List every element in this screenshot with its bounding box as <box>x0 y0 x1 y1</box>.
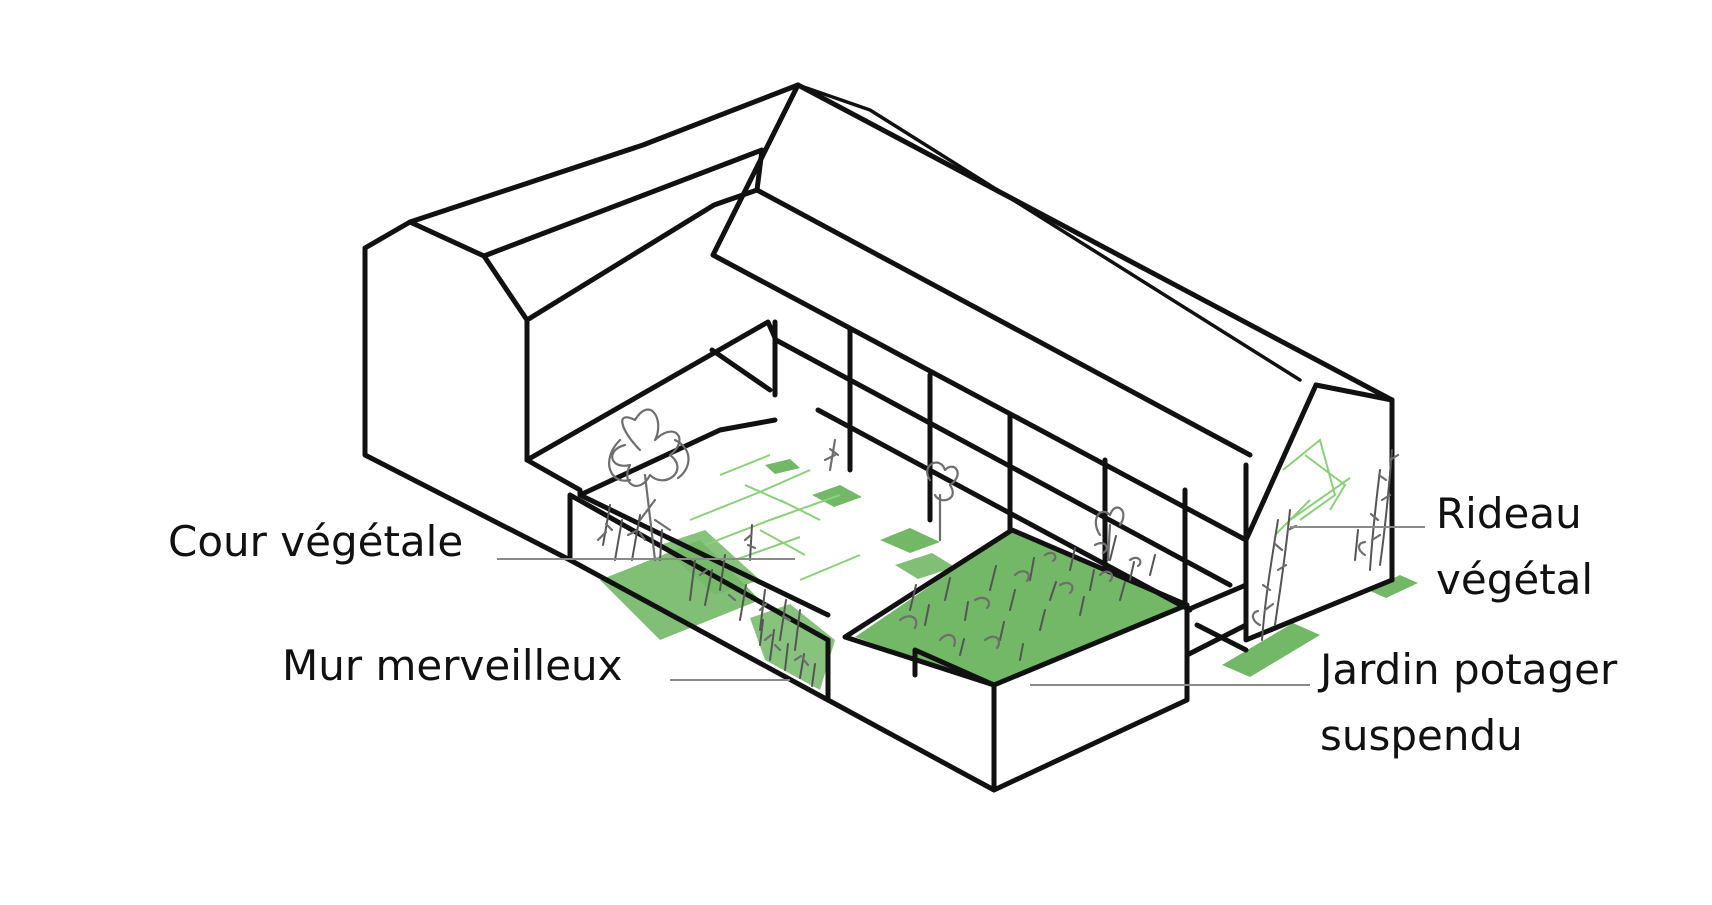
label-rideau-vegetal-line1: Rideau <box>1436 489 1582 538</box>
label-jardin-potager-line2: suspendu <box>1320 711 1523 760</box>
label-cour-vegetale: Cour végétale <box>168 517 463 566</box>
cour-light-green-grid <box>689 454 861 581</box>
post-plant-1 <box>823 438 840 472</box>
jardin-potager-green-area <box>855 530 1187 685</box>
building-outline <box>362 82 1395 793</box>
labels: Cour végétale Mur merveilleux Rideau vég… <box>168 489 1618 760</box>
rideau-light-green-lines <box>1274 438 1351 536</box>
left-gable-wall <box>362 219 573 563</box>
mur-merveilleux-leaves <box>763 633 810 667</box>
label-rideau-vegetal-line2: végétal <box>1436 555 1593 604</box>
vegetable-bed-tall-plant <box>1094 506 1125 562</box>
main-roof-front <box>710 82 1319 543</box>
post-plant-2 <box>926 461 959 542</box>
vegetable-bed-plants <box>909 535 1156 661</box>
right-gable-wall <box>1243 462 1395 643</box>
label-jardin-potager-line1: Jardin potager <box>1317 645 1618 694</box>
right-wing-wall <box>1184 582 1249 658</box>
rideau-green-patch-2 <box>1368 575 1418 598</box>
plant-scribbles <box>596 408 1400 687</box>
rideau-vegetal-stems <box>1261 449 1393 641</box>
label-mur-merveilleux: Mur merveilleux <box>282 641 623 690</box>
main-roof-back <box>795 82 1395 403</box>
jardin-potager-box-inner <box>912 647 997 688</box>
cour-green-patch-4 <box>895 553 955 579</box>
cour-green-patch-3 <box>880 528 940 553</box>
mur-merveilleux-plants <box>759 619 816 687</box>
courtyard-tree-2 <box>608 438 690 482</box>
roof-ridge-line <box>796 83 1302 382</box>
main-roof-eave <box>1313 382 1395 583</box>
mur-green-area <box>750 604 835 690</box>
vegetable-bed-leaves <box>898 542 1142 650</box>
pergola-posts <box>847 327 1188 608</box>
courtyard-back-wall <box>524 319 1233 588</box>
rideau-green-patch-1 <box>1222 623 1320 677</box>
roof-inner-edge <box>754 187 1253 458</box>
jardin-potager-box-front <box>825 602 1190 793</box>
pergola-beam <box>815 407 1193 613</box>
courtyard-tree <box>611 408 681 562</box>
cour-green-patch-2 <box>765 459 800 474</box>
leader-lines <box>497 526 1425 686</box>
courtyard-leaf-marks <box>596 522 792 622</box>
